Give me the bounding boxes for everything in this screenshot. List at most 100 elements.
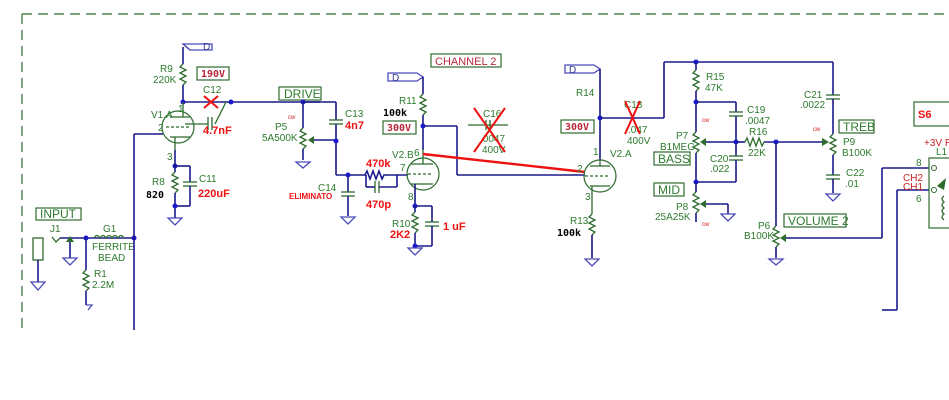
pin-label: 8: [916, 158, 922, 169]
bass-label: BASS: [658, 152, 690, 166]
jack-body-icon: [32, 237, 44, 261]
pin-label: 1: [178, 104, 184, 115]
drive-label: DRIVE: [284, 87, 321, 101]
c470p-value: 470p: [366, 199, 391, 211]
port-d-label: D: [569, 65, 576, 76]
pin-label: 1: [593, 147, 599, 158]
s6-label: S6: [918, 109, 931, 121]
c13-value: 4n7: [345, 120, 364, 132]
ground-icon: [166, 217, 184, 226]
p5-label: P5: [275, 122, 288, 133]
volume2-label-box: [783, 213, 847, 228]
c14-label: C14: [318, 183, 337, 194]
port-d-icon: [387, 72, 425, 82]
mid-label: MID: [658, 183, 680, 197]
channel2-label-box: [430, 53, 502, 68]
g1-label: G1: [103, 224, 117, 235]
r16-label: R16: [749, 127, 768, 138]
r14-label: R14: [576, 88, 595, 99]
potentiometer-p9-icon: [828, 133, 838, 156]
input-section: INPUT J1 R1 2.2M G1 FERRITE BEAD: [29, 134, 137, 330]
treb-label-box: [838, 119, 875, 134]
port-d-label: D: [392, 73, 399, 84]
r11-label: R11: [399, 96, 417, 107]
r1-value: 2.2M: [92, 280, 114, 291]
p8-label: P8: [676, 202, 689, 213]
c16-value: .0047: [480, 134, 505, 145]
pin-label: 3: [585, 192, 591, 203]
ground-icon: [29, 281, 47, 291]
ground-icon: [339, 216, 357, 225]
r8-label: R8: [152, 177, 165, 188]
ground-icon: [583, 258, 601, 267]
p6-label: P6: [758, 221, 771, 232]
p7-label: P7: [676, 131, 689, 142]
volume2-label: VOLUME 2: [788, 214, 849, 228]
resistor-r13-icon: [587, 213, 597, 236]
drive-label-box: [278, 86, 322, 101]
potentiometer-p5-icon: [298, 127, 308, 150]
ground-icon: [86, 304, 94, 311]
ferrite-label: FERRITE: [92, 242, 135, 253]
ground-icon: [294, 161, 312, 169]
resistor-r11-icon: [418, 93, 428, 116]
r10-value: 2K2: [390, 229, 410, 241]
c21-value: .0022: [800, 100, 825, 111]
cw-mark: cw: [288, 115, 296, 121]
voltage-190-box: [196, 66, 230, 81]
r15-value: 47K: [705, 83, 723, 94]
resistor-470k-icon: [362, 168, 389, 182]
cw-mark: cw: [702, 118, 710, 124]
v2b-label: V2.B: [392, 150, 414, 161]
ground-icon: [719, 213, 737, 222]
treb-label: TREB: [843, 120, 875, 134]
cw-mark: cw: [813, 127, 821, 133]
c22-value: .01: [845, 179, 859, 190]
input-label-box: [35, 207, 82, 221]
c21-label: C21: [804, 90, 823, 101]
r16-value: 22K: [748, 148, 766, 159]
v1a-label: V1.A: [151, 110, 173, 121]
c11-label: C11: [199, 174, 217, 185]
c22-label: C22: [846, 168, 865, 179]
voltage-300-box: [382, 120, 417, 135]
ground-icon: [406, 247, 424, 256]
dashed-frame: [21, 13, 949, 330]
v2b-stage: CHANNEL 2 D R11 100k 300V C16 .0047 400V…: [382, 53, 586, 256]
p6-value: B100K: [744, 231, 774, 242]
v2a-stage: D R14 300V C18 .047 400V V2.A 1 2 3 R13 …: [557, 61, 833, 267]
p9-value: B100K: [842, 148, 872, 159]
voltage-190: 190V: [201, 69, 225, 80]
tube-v1a-icon: [161, 110, 195, 144]
relay-l1-body: [928, 157, 949, 229]
pin-label: 6: [414, 148, 420, 159]
c10-value: 1 uF: [443, 221, 466, 233]
pin-label: 7: [400, 163, 406, 174]
relay-coil-icon: [941, 195, 946, 221]
ground-icon: [767, 258, 785, 266]
port-d-icon: [564, 64, 602, 74]
p7-value: B1MEG: [660, 142, 695, 153]
s6-switch-box: [913, 101, 949, 127]
drive-section: DRIVE cw P5 5A500K C13 4n7 C14 ELIMINATO: [262, 86, 408, 225]
input-label: INPUT: [40, 207, 77, 221]
relay-contact-icon: [937, 178, 946, 190]
c12-label: C12: [203, 85, 222, 96]
r1-label: R1: [94, 269, 107, 280]
r15-label: R15: [706, 72, 725, 83]
r9-label: R9: [160, 64, 173, 75]
potentiometer-p6-icon: [771, 225, 781, 248]
resistor-r9-icon: [178, 63, 188, 86]
resistor-r10-icon: [410, 211, 420, 234]
c16-label: C16: [483, 109, 502, 120]
mid-label-box: [653, 182, 685, 197]
modified-connection-wire: [422, 152, 586, 174]
c16-voltage: 400V: [482, 145, 506, 156]
p5-value: 5A500K: [262, 133, 298, 144]
c12-value: 4.7nF: [203, 125, 232, 137]
pin-label: 8: [408, 192, 414, 203]
pin-label: 2: [577, 164, 583, 175]
ground-icon: [61, 257, 79, 266]
port-d-label: D: [203, 42, 210, 53]
tone-stack: R15 47K C19 .0047 cw P7 B1MEG BASS C20 .…: [653, 59, 882, 266]
